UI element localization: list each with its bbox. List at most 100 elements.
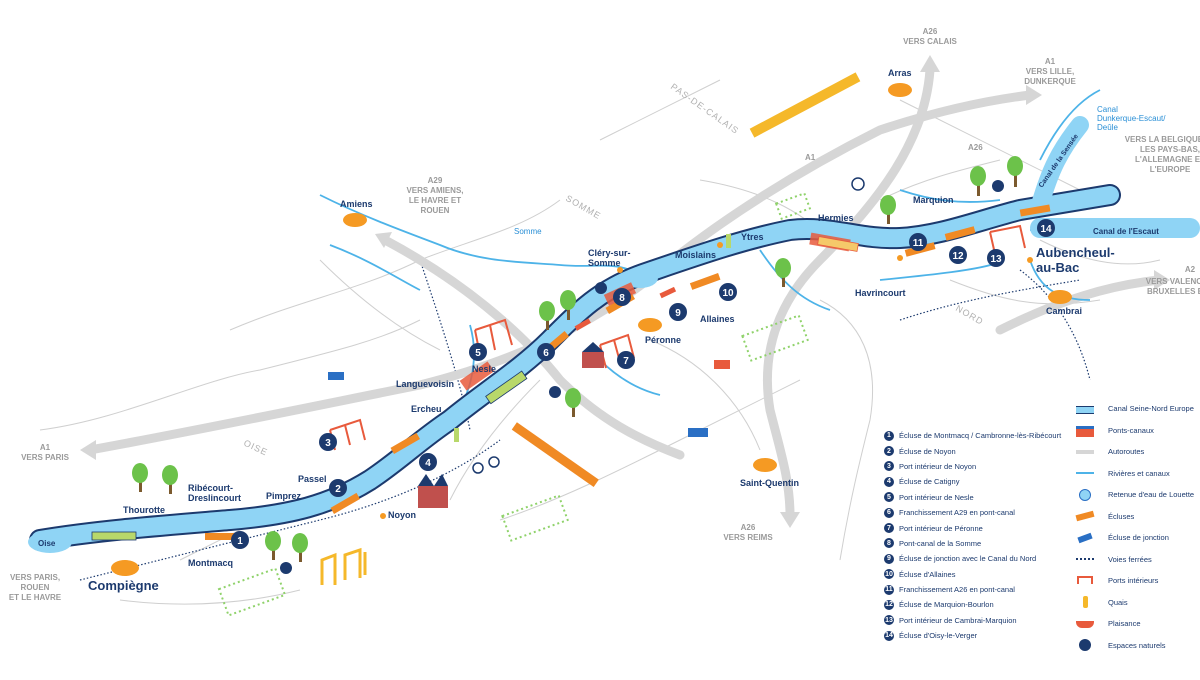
tree-icon [880,195,896,224]
svg-text:8: 8 [619,293,625,304]
svg-text:14: 14 [1040,224,1052,235]
nature-icon [549,386,561,398]
legend-highway: Autoroutes [1074,441,1198,463]
svg-text:VERS VALENCI: VERS VALENCI [1146,277,1200,286]
svg-text:Deûle: Deûle [1097,123,1118,132]
svg-text:VERS LILLE,: VERS LILLE, [1026,67,1074,76]
label-ercheu: Ercheu [411,404,442,414]
label-languevoisin: Languevoisin [396,379,454,389]
label-nesle: Nesle [472,364,496,374]
label-allaines: Allaines [700,314,735,324]
svg-text:VERS PARIS: VERS PARIS [21,453,70,462]
svg-text:1: 1 [237,536,243,547]
svg-text:Canal de l'Escaut: Canal de l'Escaut [1093,227,1159,236]
svg-text:VERS CALAIS: VERS CALAIS [903,37,957,46]
label-ribecourt: Ribécourt- [188,483,233,493]
tree-icon [775,258,791,287]
svg-text:Somme: Somme [514,227,542,236]
reservoir-icon [1074,488,1096,501]
site-marker-6: 6 [537,343,555,361]
label-aubencheul-2: au-Bac [1036,260,1079,275]
junction-lock-icon [1074,532,1096,544]
quay-icon [454,428,459,442]
lock-icon [330,492,360,514]
legend-nature: Espaces naturels [1074,635,1198,657]
nature-trees [132,156,1023,562]
legend-lock: Écluses [1074,506,1198,528]
city-arras-marker [888,83,912,97]
bridge-canal [459,361,495,391]
label-amiens: Amiens [340,199,373,209]
city-noyon-marker [380,513,386,519]
barge-icon [817,236,859,252]
highway-icon [1074,446,1096,458]
legend-symbols: Canal Seine-Nord Europe Ponts-canaux Aut… [1074,398,1198,656]
lock-icon [1019,204,1051,217]
nature-icon [1074,639,1096,652]
label-cambrai: Cambrai [1046,306,1082,316]
label-moislains: Moislains [675,250,716,260]
label-saint-quentin: Saint-Quentin [740,478,799,488]
svg-text:A1: A1 [40,443,51,452]
site-marker-11: 11 [909,233,927,251]
svg-text:12: 12 [952,251,964,262]
a1-highway [85,90,1035,455]
truck-icon [328,372,344,380]
boat-icon [574,318,591,331]
truck-icon [688,428,708,437]
boat-icon [659,286,677,299]
lock-icon [205,533,235,540]
highway-arrows [80,55,1170,528]
svg-text:Dunkerque-Escaut/: Dunkerque-Escaut/ [1097,114,1166,123]
svg-text:A1: A1 [805,153,816,162]
svg-text:A1: A1 [1045,57,1056,66]
svg-text:OISE: OISE [242,438,269,458]
road-labels: A26 VERS CALAIS A1 VERS LILLE, DUNKERQUE… [9,27,1200,602]
svg-text:A26: A26 [968,143,983,152]
cities [111,83,1072,576]
tree-icon [560,290,576,320]
site-marker-8: 8 [613,288,631,306]
label-noyon: Noyon [388,510,416,520]
city-amiens-marker [343,213,367,227]
site-marker-7: 7 [617,351,635,369]
secondary-roads [39,79,1161,605]
label-aubencheul: Aubencheul- [1036,245,1115,260]
bridge-canal-icon [1074,424,1096,438]
river-icon [1074,467,1096,479]
a26-highway [763,65,935,520]
label-marquion: Marquion [913,195,954,205]
site-marker-10: 10 [719,283,737,301]
svg-text:VERS LA BELGIQUE,: VERS LA BELGIQUE, [1125,135,1200,144]
nature-icon [280,562,292,574]
fields [217,192,812,617]
svg-text:VERS REIMS: VERS REIMS [723,533,773,542]
cyclist-icon [488,456,500,468]
label-arras: Arras [888,68,912,78]
svg-text:VERS AMIENS,: VERS AMIENS, [406,186,463,195]
svg-text:A29: A29 [428,176,443,185]
quay-icon [1074,596,1096,609]
city-cambrai-marker [1048,290,1072,304]
svg-text:Canal: Canal [1097,105,1118,114]
a29-highway [380,235,685,460]
label-montmacq: Montmacq [188,558,233,568]
site-marker-5: 5 [469,343,487,361]
tree-icon [132,463,148,492]
cyclist-icon [472,462,484,474]
legend-quay: Quais [1074,592,1198,614]
barge-icon [485,370,528,405]
barge-icon [91,531,137,541]
place-labels: Compiègne Aubencheul- au-Bac Amiens Arra… [88,68,1115,593]
label-havrincourt: Havrincourt [855,288,906,298]
lock-icon [390,432,420,454]
